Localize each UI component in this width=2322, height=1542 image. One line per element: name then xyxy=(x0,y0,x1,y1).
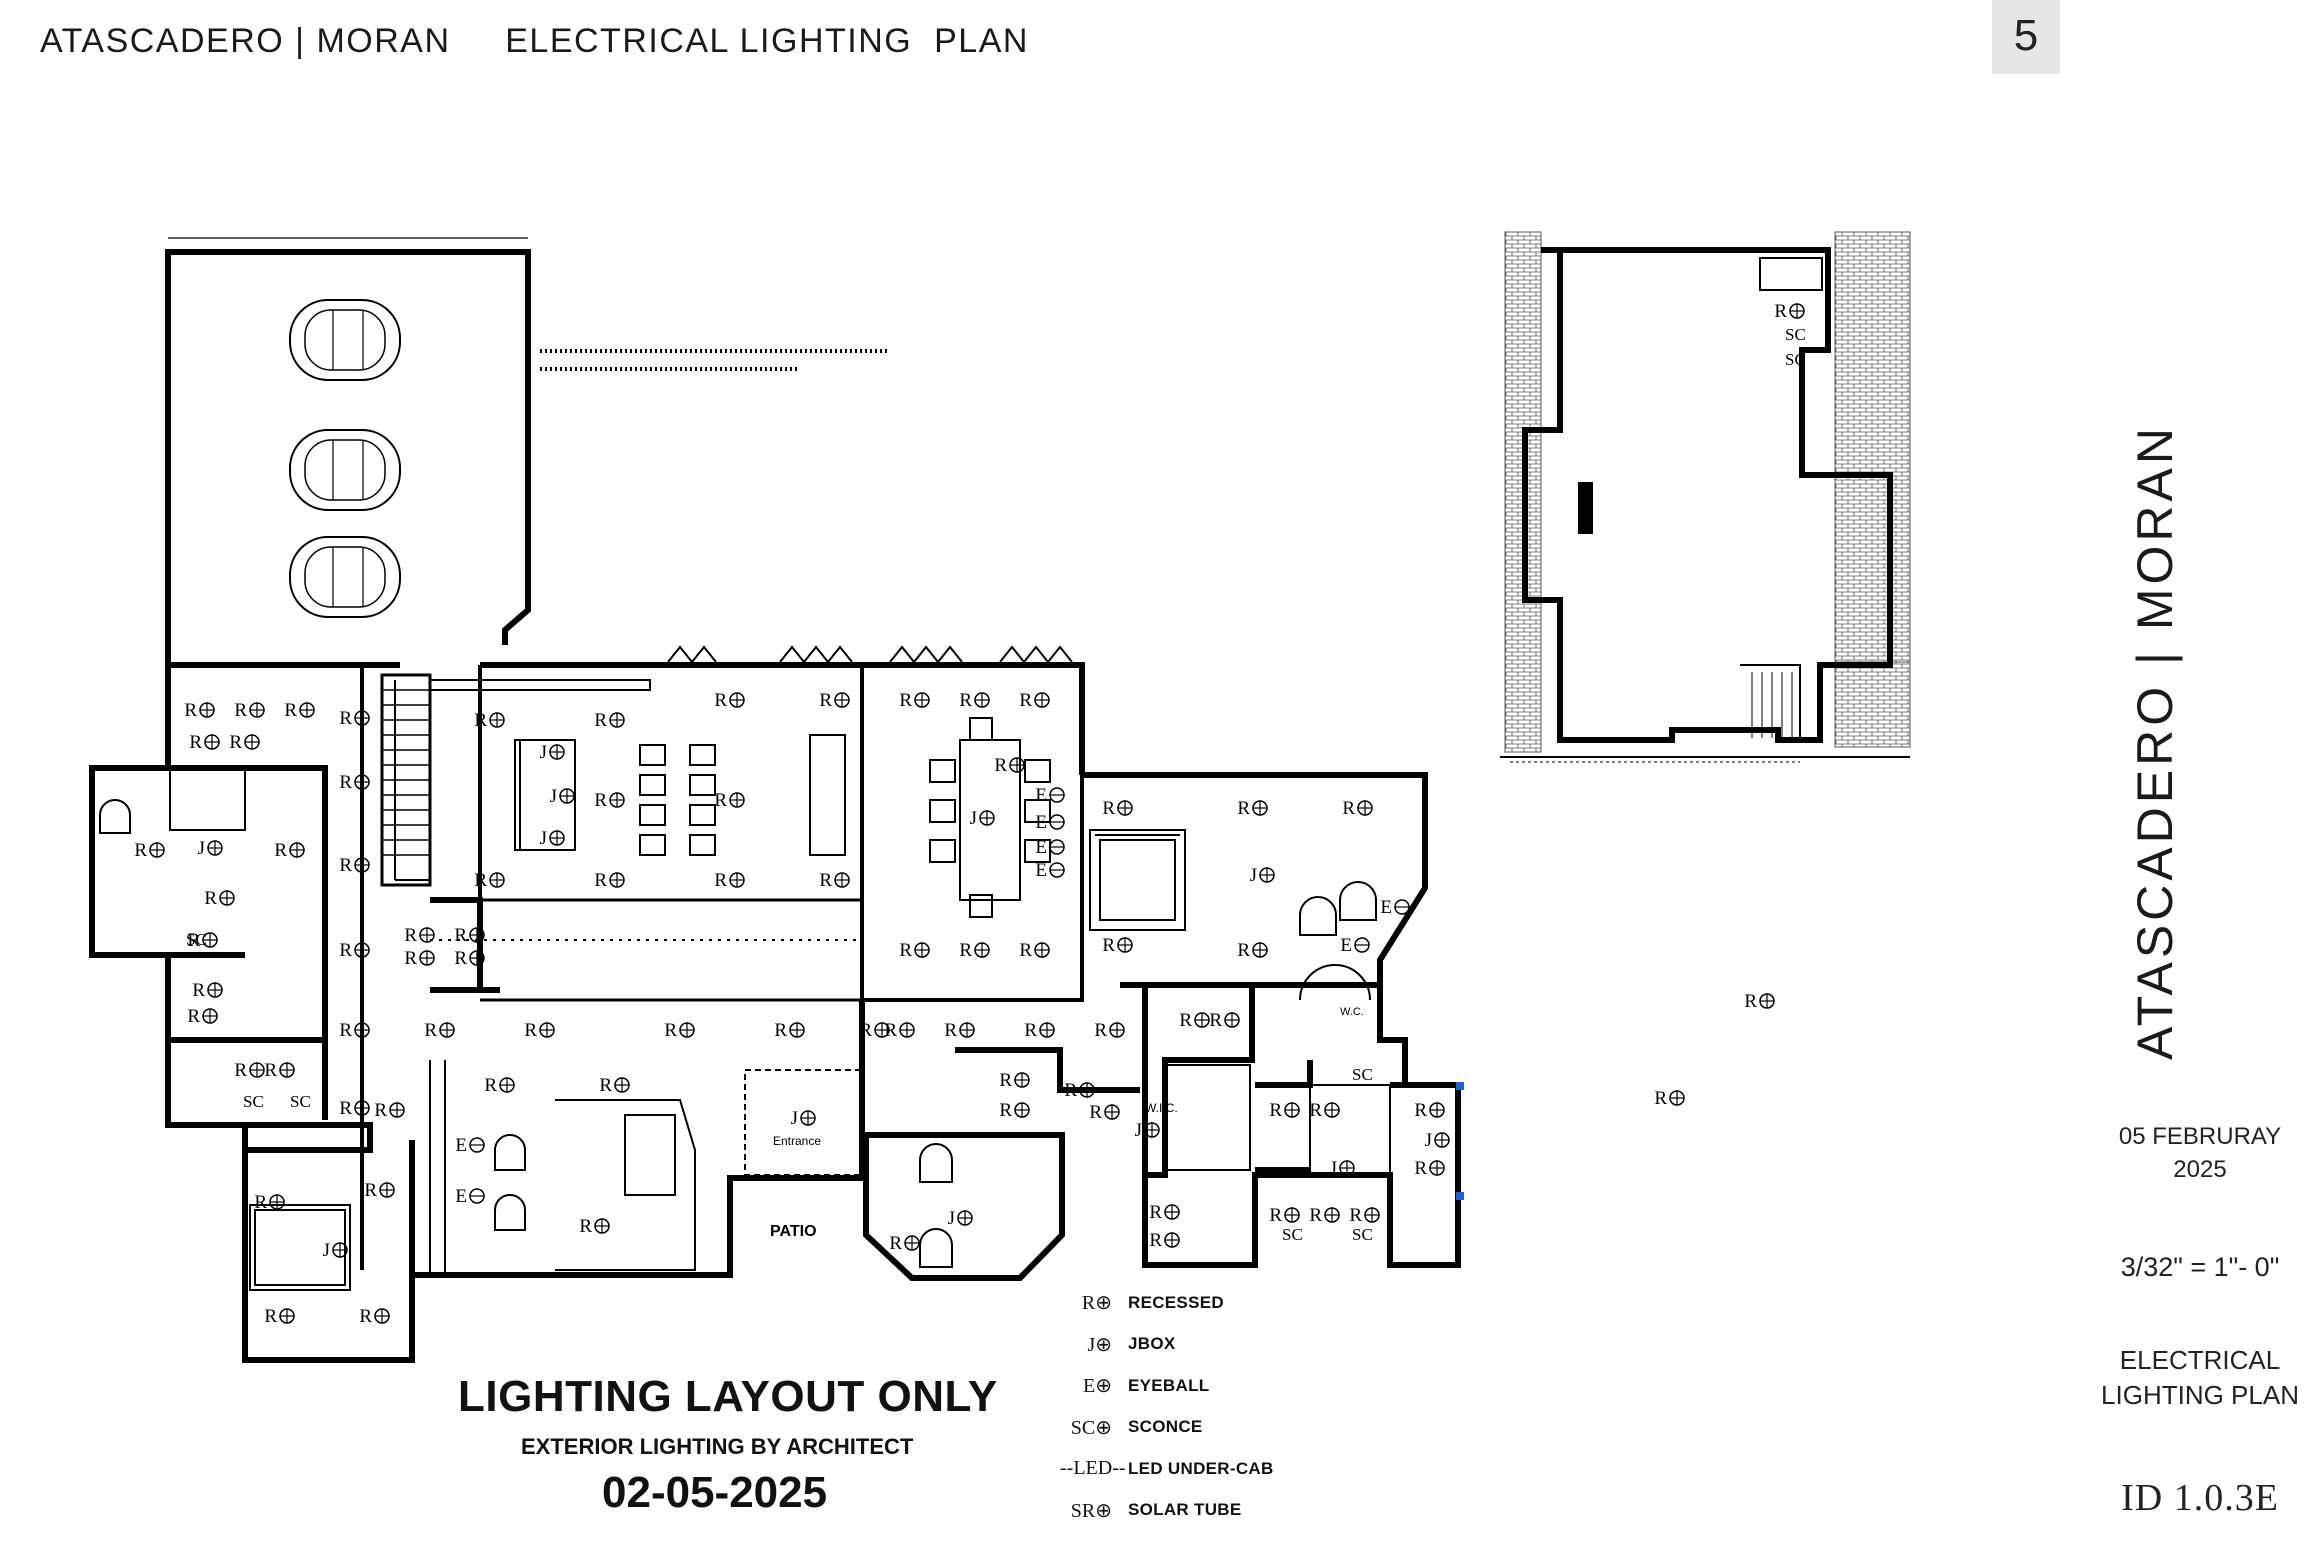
svg-text:SC: SC xyxy=(1352,1225,1373,1244)
sheet-id: ID 1.0.3E xyxy=(2121,1477,2279,1519)
patio-label: PATIO xyxy=(770,1223,817,1240)
svg-text:SC: SC xyxy=(1785,325,1806,344)
entrance-label: Entrance xyxy=(773,1134,821,1148)
fixture-legend: R⊕ RECESSED J⊕ JBOX E⊕ EYEBALL SC⊕ SCONCE --… xyxy=(1060,1282,1274,1531)
legend-item: SR⊕ SOLAR TUBE xyxy=(1060,1490,1274,1532)
svg-text:SC: SC xyxy=(1282,1225,1303,1244)
svg-text:SC: SC xyxy=(186,930,207,949)
jbox-symbol-icon: J⊕ xyxy=(1087,1333,1112,1356)
legend-item: E⊕ EYEBALL xyxy=(1060,1365,1274,1407)
legend-label: SCONCE xyxy=(1128,1417,1203,1437)
date-line-2: 2025 xyxy=(2173,1156,2227,1183)
project-name: ATASCADERO | MORAN xyxy=(40,22,451,60)
legend-label: EYEBALL xyxy=(1128,1375,1210,1395)
sheet-date: 05 FEBRURAY 2025 xyxy=(2085,1120,2315,1186)
svg-text:SC: SC xyxy=(290,1092,311,1111)
layout-note-subtitle: EXTERIOR LIGHTING BY ARCHITECT xyxy=(521,1434,914,1459)
header-title: ATASCADERO | MORAN ELECTRICAL LIGHTING P… xyxy=(40,22,1029,61)
sconce-symbol-icon: SC⊕ xyxy=(1070,1416,1112,1439)
sheet-plan-name: ELECTRICAL LIGHTING PLAN xyxy=(2085,1343,2315,1413)
layout-note-date: 02-05-2025 xyxy=(602,1468,828,1517)
wc-label: W.C. xyxy=(1340,1006,1364,1018)
svg-text:SC: SC xyxy=(243,1092,264,1111)
legend-item: SC⊕ SCONCE xyxy=(1060,1407,1274,1449)
recessed-symbol-icon: R⊕ xyxy=(1081,1292,1112,1315)
sheet-scale: 3/32" = 1"- 0" xyxy=(2120,1252,2280,1282)
sheet-title: ELECTRICAL LIGHTING PLAN xyxy=(505,22,1029,60)
solar-tube-symbol-icon: SR⊕ xyxy=(1070,1499,1112,1522)
date-line-1: 05 FEBRURAY xyxy=(2118,1123,2282,1150)
legend-label: SOLAR TUBE xyxy=(1128,1500,1242,1520)
legend-item: --LED--LED UNDER-CAB xyxy=(1060,1448,1274,1490)
wic-label: W.I.C. xyxy=(1145,1101,1178,1115)
plan-line-2: LIGHTING PLAN xyxy=(2101,1380,2299,1410)
eyeball-symbol-icon: E⊕ xyxy=(1083,1375,1112,1398)
layout-note-title: LIGHTING LAYOUT ONLY xyxy=(458,1372,998,1421)
legend-label: JBOX xyxy=(1128,1334,1176,1354)
plan-line-1: ELECTRICAL xyxy=(2119,1345,2281,1375)
legend-item: J⊕ JBOX xyxy=(1060,1324,1274,1366)
page-number: 5 xyxy=(1992,0,2060,74)
legend-label: RECESSED xyxy=(1128,1292,1224,1312)
legend-label: LED UNDER-CAB xyxy=(1128,1458,1274,1478)
legend-item: R⊕ RECESSED xyxy=(1060,1282,1274,1324)
vertical-project-title: ATASCADERO | MORAN xyxy=(2127,424,2183,1060)
led-under-cab-symbol-icon: --LED-- xyxy=(1060,1457,1126,1480)
svg-text:SC: SC xyxy=(1352,1065,1373,1084)
